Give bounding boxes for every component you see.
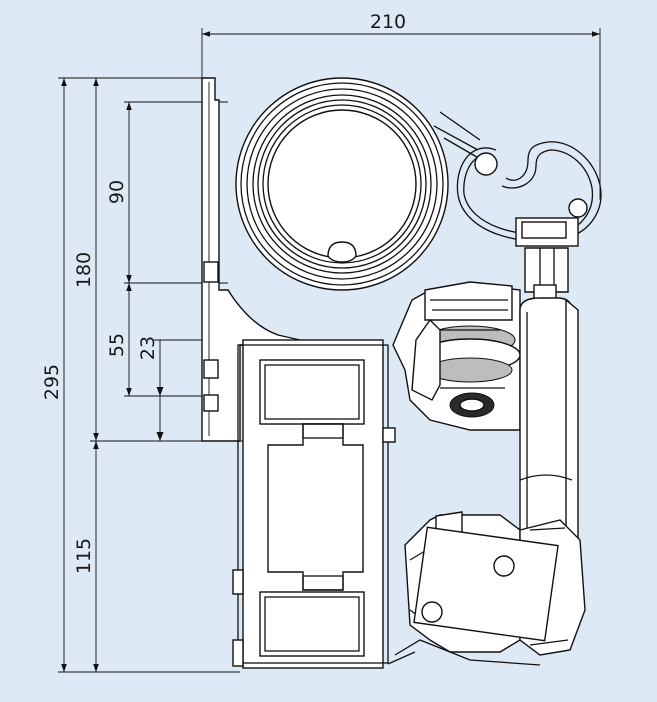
hose-spool	[235, 77, 483, 291]
label-total-height: 295	[41, 364, 63, 400]
main-housing	[232, 339, 396, 669]
arrow-small-top	[156, 387, 164, 396]
label-spool-height: 90	[106, 180, 128, 204]
lower-guide	[387, 511, 586, 666]
upper-swivel	[392, 247, 569, 431]
mounting-bracket	[201, 77, 301, 442]
arrow-small-bottom	[156, 432, 164, 441]
label-total-width: 210	[370, 11, 406, 33]
label-mid-height: 55	[106, 333, 128, 357]
label-lower-height: 115	[73, 538, 95, 574]
dimension-lines	[58, 28, 601, 673]
label-upper-height: 180	[73, 252, 95, 288]
clamp-profile	[456, 141, 602, 247]
label-small-offset: 23	[137, 336, 159, 360]
